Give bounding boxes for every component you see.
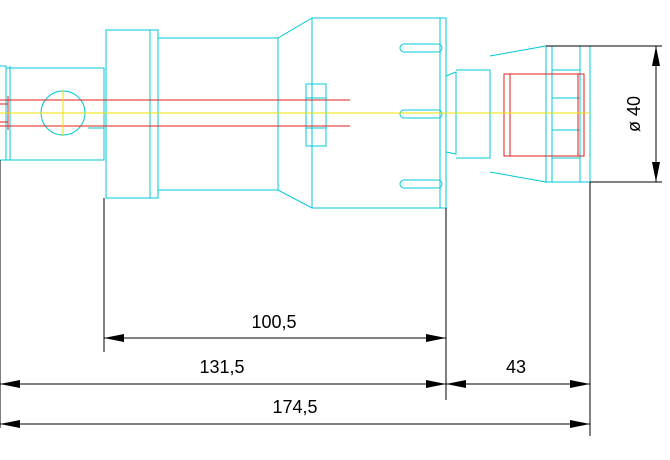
dimension-100-5: 100,5 (251, 312, 296, 332)
centerline (0, 90, 590, 136)
dimension-diameter-40: ø 40 (624, 96, 644, 132)
dimension-lines (0, 45, 662, 436)
dimension-43: 43 (506, 357, 526, 377)
hidden-lines (0, 73, 585, 157)
dimension-131-5: 131,5 (199, 357, 244, 377)
dimension-174-5: 174,5 (272, 397, 317, 417)
